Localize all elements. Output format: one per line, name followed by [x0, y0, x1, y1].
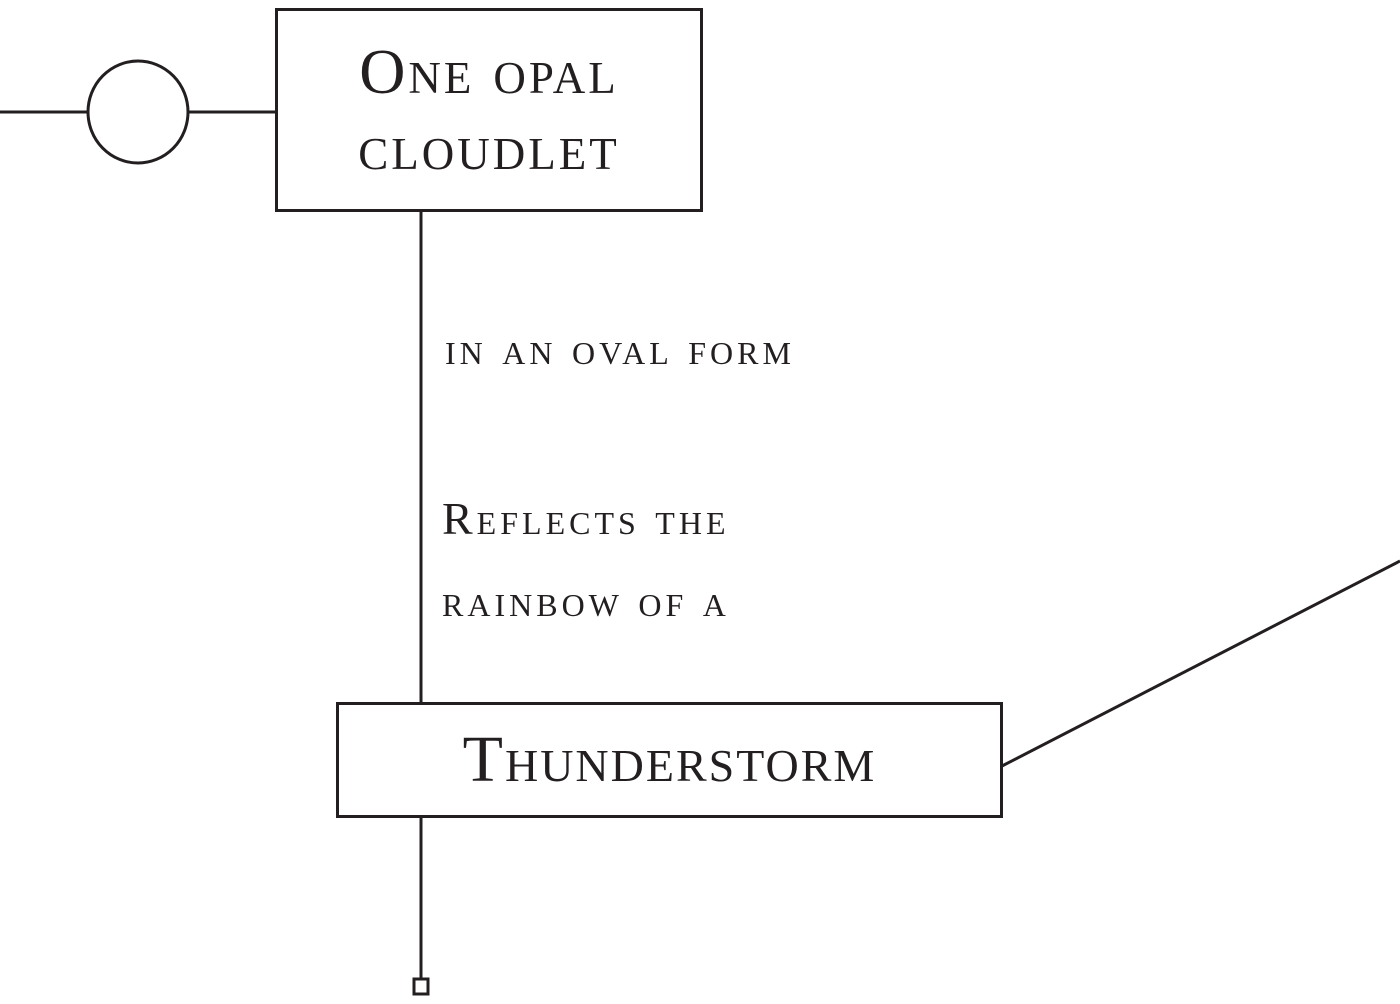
node-cloudlet: One opal cloudlet: [275, 8, 703, 212]
caption-reflects: Reflects the rainbow of a: [442, 478, 730, 642]
node-cloudlet-line-1: One opal: [359, 36, 619, 107]
diagonal-exit-line: [1001, 559, 1400, 768]
caption-line: Reflects the: [442, 493, 730, 544]
node-thunderstorm-label: Thunderstorm: [462, 723, 877, 796]
square-terminal-icon: [412, 977, 430, 996]
circle-node-icon: [86, 59, 190, 165]
node-thunderstorm: Thunderstorm: [336, 702, 1003, 818]
caption-line: in an oval form: [445, 323, 795, 374]
caption-oval-form: in an oval form: [445, 308, 795, 390]
node-cloudlet-line-2: cloudlet: [358, 112, 620, 183]
caption-line: rainbow of a: [442, 575, 730, 626]
